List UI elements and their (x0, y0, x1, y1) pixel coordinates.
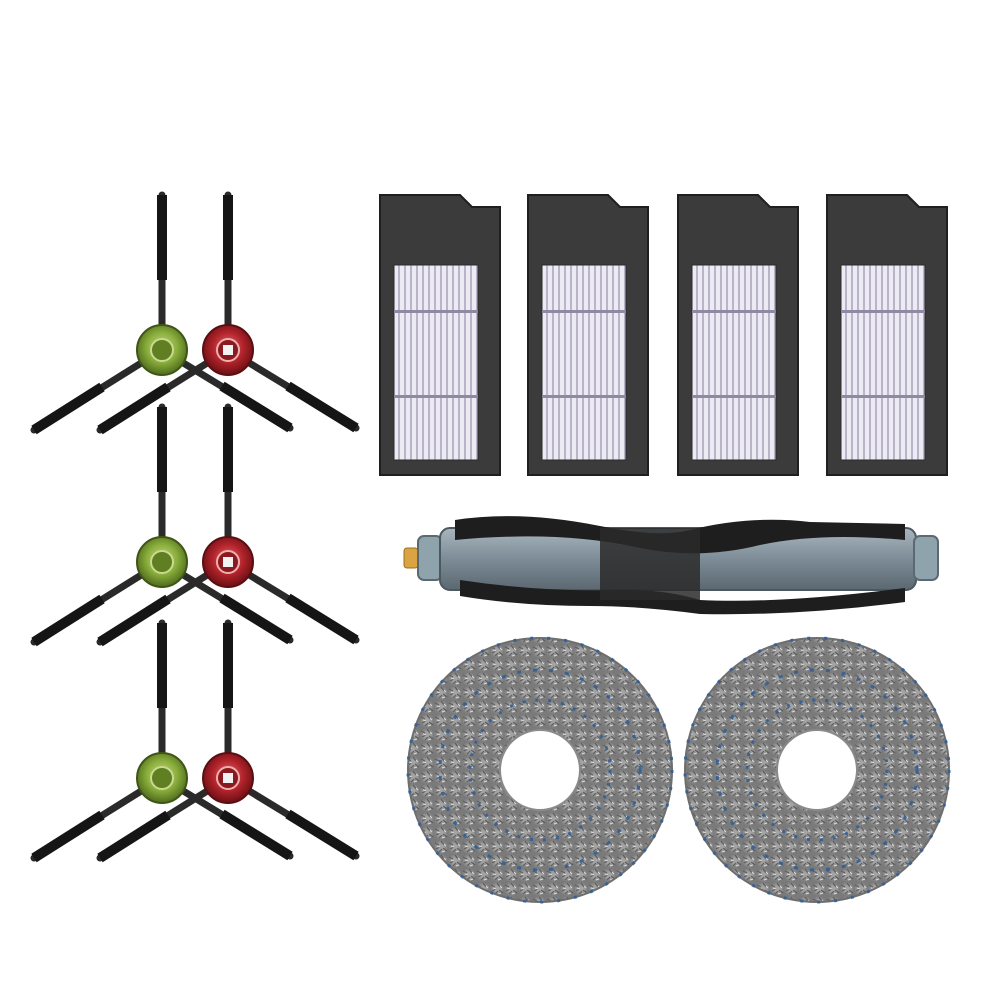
side-brush-pair-3 (34, 623, 356, 858)
filter-1 (379, 194, 501, 476)
side-brush-pair-1 (34, 195, 356, 430)
mop-pad-2 (683, 636, 951, 904)
side-brush-green (34, 623, 290, 858)
filter-4 (826, 194, 948, 476)
side-brush-red (100, 407, 356, 642)
side-brush-red (100, 623, 356, 858)
side-brush-pair-2 (34, 407, 356, 642)
main-roller-brush (403, 516, 939, 615)
side-brush-green (34, 407, 290, 642)
mop-pad-1 (406, 636, 674, 904)
side-brush-green (34, 195, 290, 430)
side-brush-red (100, 195, 356, 430)
filter-2 (527, 194, 649, 476)
filter-3 (677, 194, 799, 476)
